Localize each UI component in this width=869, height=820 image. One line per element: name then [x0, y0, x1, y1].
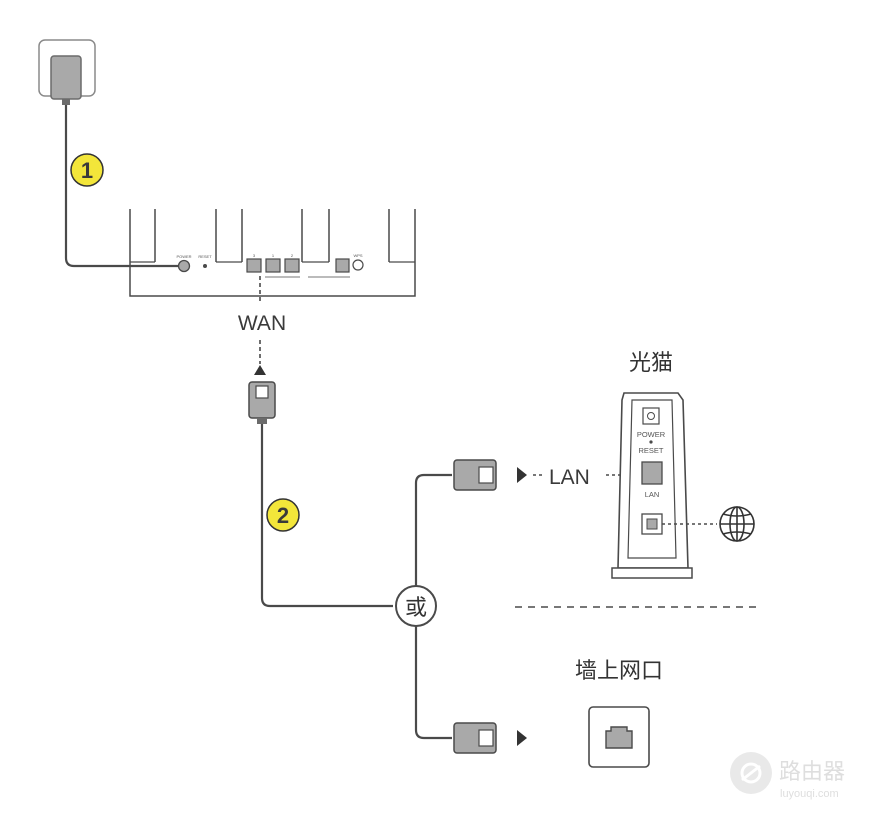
up-arrow-icon [254, 365, 266, 375]
router-lan-port-1 [265, 258, 281, 273]
right-arrow-icon [517, 467, 527, 483]
globe-icon [719, 506, 755, 542]
router-port-label-3: 3 [253, 253, 256, 258]
optical-modem-device: POWER RESET LAN [611, 392, 693, 579]
router-power-label: POWER [176, 254, 191, 259]
modem-lan-port [641, 461, 663, 485]
wan-label: WAN [238, 312, 286, 335]
ethernet-plug-to-modem-icon [453, 459, 527, 491]
right-arrow-icon [517, 730, 527, 746]
lan-link-label: LAN [549, 466, 590, 489]
watermark-site: luyouqi.com [780, 788, 839, 800]
router-port-label-1: 1 [272, 253, 275, 258]
step-2-badge: 2 [266, 498, 300, 532]
or-junction: 或 [395, 585, 437, 627]
wall-jack-icon [588, 706, 650, 768]
modem-lan-port-label: LAN [645, 490, 660, 499]
step-1-number: 1 [81, 158, 93, 183]
modem-reset-label: RESET [638, 446, 663, 455]
ethernet-plug-to-wall-icon [453, 722, 527, 754]
step-2-number: 2 [277, 503, 289, 528]
router-lan-port-3 [335, 258, 350, 273]
wall-jack-title: 墙上网口 [575, 659, 663, 684]
power-adapter-icon [38, 39, 96, 105]
ethernet-cable [260, 424, 393, 608]
router-wps-label: WPS [353, 253, 362, 258]
router-device: POWER RESET 1 2 3 WPS [129, 209, 416, 297]
power-cable [64, 105, 178, 268]
step-1-badge: 1 [70, 153, 104, 187]
or-label: 或 [405, 596, 427, 621]
branch-cable-top [414, 473, 452, 588]
modem-title: 光猫 [629, 351, 673, 376]
watermark-brand: 路由器 [779, 760, 845, 785]
branch-cable-bottom [414, 624, 452, 740]
router-wps-button [352, 259, 364, 271]
watermark: 路由器 luyouqi.com [730, 752, 845, 800]
router-wan-port [246, 258, 262, 273]
router-port-label-2: 2 [291, 253, 294, 258]
router-lan-port-2 [284, 258, 300, 273]
modem-power-label: POWER [637, 430, 666, 439]
router-reset-label: RESET [198, 254, 212, 259]
ethernet-plug-icon [248, 381, 276, 424]
